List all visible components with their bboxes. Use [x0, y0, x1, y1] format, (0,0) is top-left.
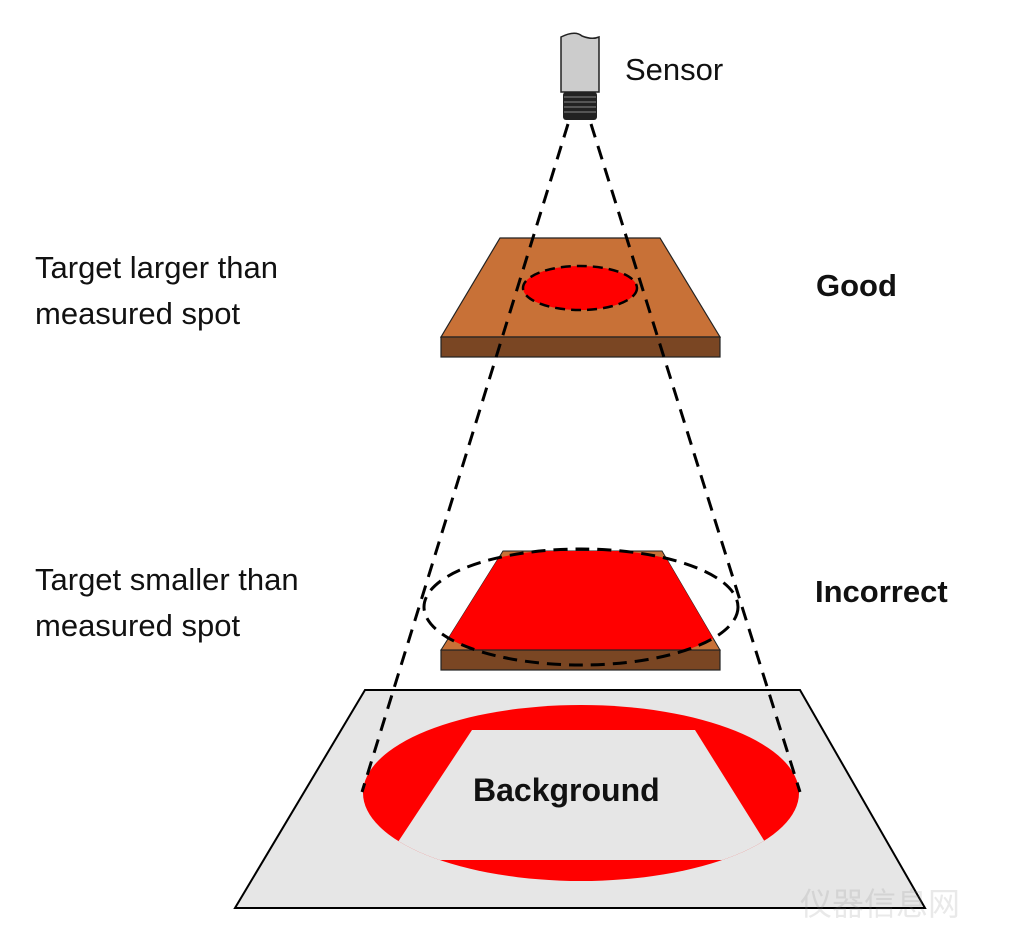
sensor-icon [560, 32, 600, 120]
svg-text:仪器信息网: 仪器信息网 [800, 885, 960, 923]
small-target [422, 547, 740, 671]
target-larger-label-line2: measured spot [35, 296, 241, 331]
sensor-label: Sensor [625, 52, 724, 87]
target-larger-label-line1: Target larger than [35, 250, 278, 285]
target-smaller-label-line1: Target smaller than [35, 562, 299, 597]
target-shadow [363, 730, 799, 860]
field-of-view-cone [360, 123, 802, 793]
large-target [439, 237, 722, 358]
measured-spot-good [521, 264, 639, 312]
watermark-logo: 仪器信息网 [800, 885, 960, 923]
background-label: Background [473, 772, 660, 808]
measured-spot-incorrect [422, 547, 740, 667]
good-label: Good [816, 268, 897, 303]
target-smaller-label-line2: measured spot [35, 608, 241, 643]
background-plane [233, 689, 927, 909]
incorrect-label: Incorrect [815, 574, 948, 609]
